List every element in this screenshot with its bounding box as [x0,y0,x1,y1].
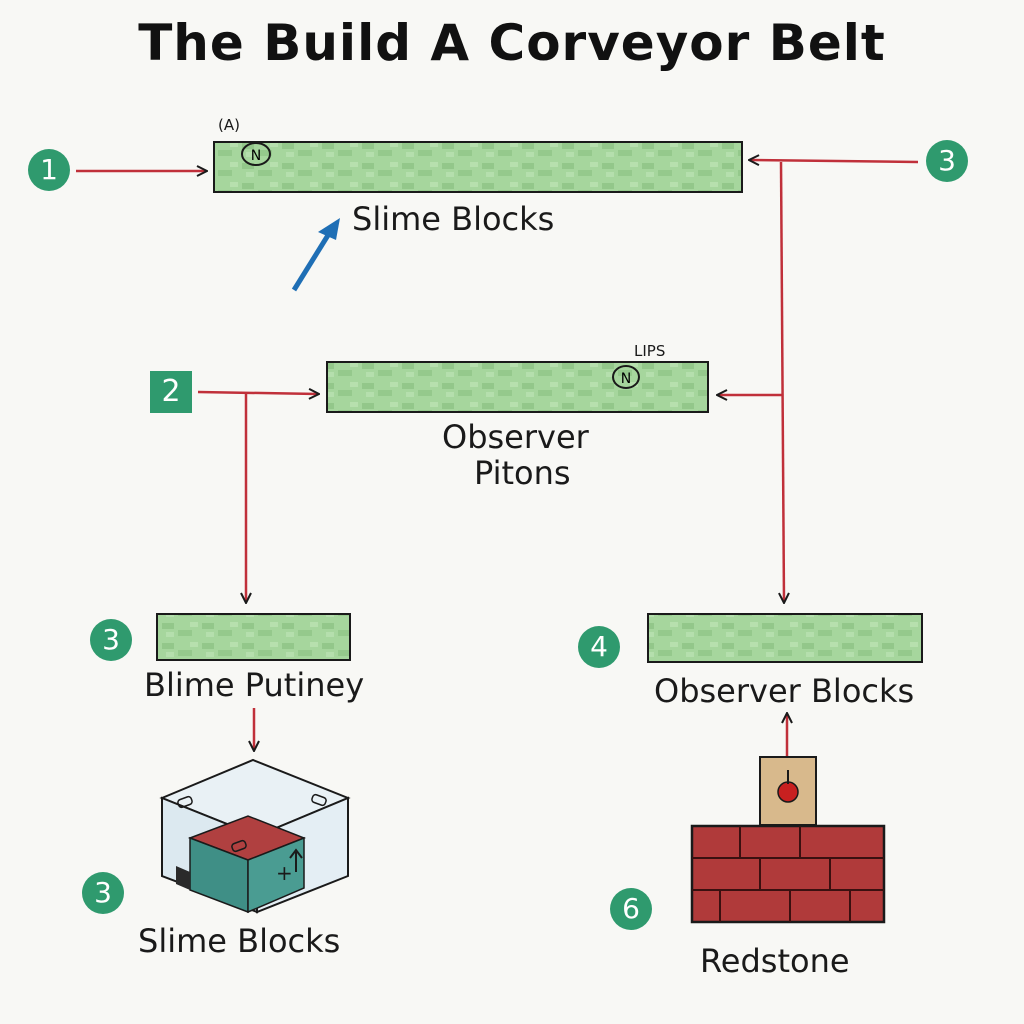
vertical-right-line [781,161,784,602]
page-title: The Build A Corveyor Belt [138,14,886,72]
top-bar-tag: (A) [218,116,240,134]
step-badge-3-bottom: 3 [82,872,124,914]
middle-slime-bar [326,361,709,413]
mid-bar-label-line1: Observer [442,418,589,456]
top-bar-label: Slime Blocks [352,200,555,238]
step-badge-3-left: 3 [90,619,132,661]
step-badge-1: 1 [28,149,70,191]
mid-bar-tag: LIPS [634,342,666,360]
left-bar-label: Blime Putiney [144,666,365,704]
n-mark-2 [612,365,640,389]
arrow-2-to-mid-bar [197,392,318,394]
slime-cube: + [159,758,351,914]
n-mark-1 [241,142,271,166]
svg-text:+: + [276,861,293,885]
arrow-3-horizontal [750,160,919,162]
right-bar-label: Observer Blocks [654,672,915,710]
step-badge-6: 6 [610,888,652,930]
top-slime-bar [213,141,743,193]
blue-arrow [291,230,333,292]
n-mark-2-text: N [621,371,631,387]
mid-bar-label-line2: Pitons [474,454,571,492]
redstone-block [690,756,886,924]
right-slime-bar [647,613,923,663]
left-slime-bar [156,613,351,661]
step-badge-4: 4 [578,626,620,668]
n-mark-1-text: N [251,148,261,164]
step-badge-2: 2 [150,371,192,413]
step-badge-3-top: 3 [926,140,968,182]
cube-label: Slime Blocks [138,922,341,960]
redstone-label: Redstone [700,942,850,980]
blue-arrow-head [318,218,340,240]
